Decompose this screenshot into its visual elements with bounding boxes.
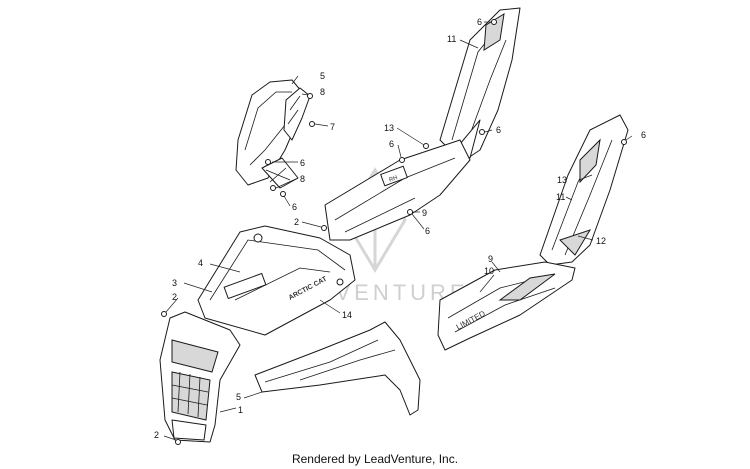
fasteners [161, 19, 627, 445]
fastener-6f [280, 191, 286, 197]
callout-3: 3 [172, 278, 177, 288]
callout-6: 6 [477, 17, 482, 27]
fastener-6c [399, 157, 405, 163]
fastener-6e [621, 139, 627, 145]
callout-9: 9 [422, 208, 427, 218]
part-front-grille [159, 311, 241, 443]
part-hood: ARCTIC CAT [197, 225, 356, 336]
part-inner-side-panel: RH [324, 139, 471, 241]
fastener-8a [307, 93, 313, 99]
rh-decal: RH [388, 175, 398, 184]
callout-6: 6 [389, 139, 394, 149]
callout-10: 10 [484, 266, 494, 276]
callout-9: 9 [488, 254, 493, 264]
fastener-2c [175, 439, 181, 445]
callout-11: 11 [447, 34, 456, 44]
part-upper-side-panel [439, 7, 521, 163]
callout-13: 13 [384, 123, 394, 133]
callout-11: 11 [556, 192, 565, 202]
callout-5: 5 [320, 71, 325, 81]
footer-rendered-by: Rendered by LeadVenture, Inc. [291, 452, 459, 466]
fastener-2a [321, 225, 327, 231]
fastener-6b [479, 129, 485, 135]
callout-4: 4 [198, 258, 203, 268]
fastener-6g [407, 209, 413, 215]
part-right-side-panel [539, 114, 629, 266]
callout-8: 8 [320, 87, 325, 97]
fastener-6d [265, 159, 271, 165]
callout-6: 6 [641, 130, 646, 140]
callouts: 6 11 5 8 7 13 6 6 6 6 8 6 2 9 6 13 11 12… [154, 17, 646, 440]
callout-7: 7 [330, 122, 335, 132]
callout-2: 2 [294, 217, 299, 227]
callout-5: 5 [236, 392, 241, 402]
leader-lines [163, 21, 633, 441]
callout-1: 1 [238, 405, 243, 415]
fastener-2b [161, 311, 167, 317]
part-lower-side-panel: LIMITED [437, 261, 576, 351]
part-headlight-housing [235, 79, 311, 186]
part-front-fender [254, 321, 421, 416]
callout-6: 6 [300, 158, 305, 168]
fastener-7 [309, 121, 315, 127]
callout-2: 2 [154, 430, 159, 440]
callout-6: 6 [496, 125, 501, 135]
fastener-8b [270, 185, 276, 191]
callout-12: 12 [596, 236, 606, 246]
fastener-6a [491, 19, 497, 25]
callout-14: 14 [342, 310, 352, 320]
callout-6: 6 [425, 226, 430, 236]
callout-6: 6 [292, 202, 297, 212]
callout-2: 2 [172, 292, 177, 302]
fastener-13a [423, 143, 429, 149]
callout-13: 13 [557, 175, 567, 185]
callout-8: 8 [300, 174, 305, 184]
